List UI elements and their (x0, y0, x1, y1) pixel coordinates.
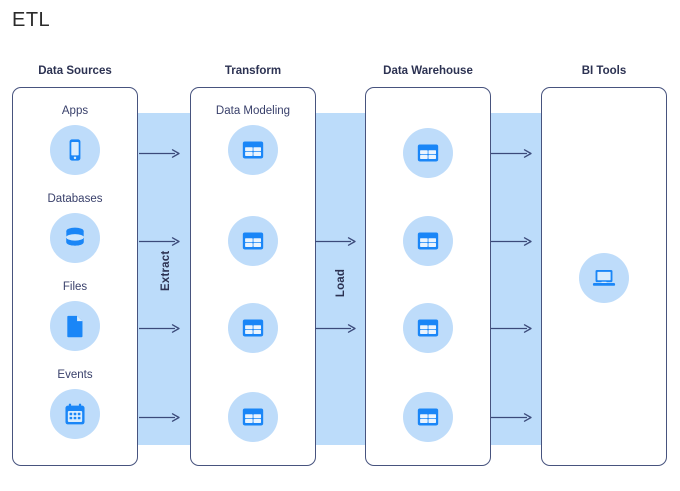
table-grid-icon (228, 392, 278, 442)
node-bi-laptop[interactable] (544, 253, 664, 303)
column-title-data-sources: Data Sources (38, 65, 112, 77)
node-databases[interactable]: Databases (15, 191, 135, 263)
node-transform-2[interactable] (193, 216, 313, 266)
page-title: ETL (12, 9, 51, 31)
node-apps[interactable]: Apps (15, 103, 135, 175)
table-grid-icon (403, 128, 453, 178)
arrow-deliver-1 (491, 148, 533, 159)
flow-band-deliver (489, 113, 543, 445)
node-label-databases: Databases (47, 193, 103, 205)
node-transform-3[interactable] (193, 303, 313, 353)
node-data-modeling[interactable]: Data Modeling (193, 103, 313, 175)
band-label-load: Load (335, 268, 347, 298)
node-files[interactable]: Files (15, 279, 135, 351)
arrow-extract-2 (139, 236, 181, 247)
node-warehouse-2[interactable] (368, 216, 488, 266)
mobile-phone-icon (50, 125, 100, 175)
table-grid-icon (228, 216, 278, 266)
flow-band-extract (138, 113, 192, 445)
node-transform-4[interactable] (193, 392, 313, 442)
node-label-files: Files (62, 281, 88, 293)
node-label-data-modeling: Data Modeling (215, 105, 291, 117)
table-grid-icon (403, 216, 453, 266)
arrow-load-1 (315, 236, 357, 247)
table-grid-icon (403, 303, 453, 353)
arrow-extract-1 (139, 148, 181, 159)
arrow-load-2 (315, 323, 357, 334)
arrow-extract-3 (139, 323, 181, 334)
table-grid-icon (228, 303, 278, 353)
arrow-deliver-3 (491, 323, 533, 334)
node-warehouse-4[interactable] (368, 392, 488, 442)
table-grid-icon (228, 125, 278, 175)
node-warehouse-3[interactable] (368, 303, 488, 353)
file-document-icon (50, 301, 100, 351)
flow-band-load (313, 113, 367, 445)
column-title-transform: Transform (224, 65, 282, 77)
node-warehouse-1[interactable] (368, 128, 488, 178)
laptop-icon (579, 253, 629, 303)
band-label-extract: Extract (160, 250, 172, 291)
arrow-extract-4 (139, 412, 181, 423)
column-title-bi-tools: BI Tools (581, 65, 627, 77)
arrow-deliver-2 (491, 236, 533, 247)
node-events[interactable]: Events (15, 367, 135, 439)
node-label-events: Events (57, 369, 93, 381)
table-grid-icon (403, 392, 453, 442)
calendar-icon (50, 389, 100, 439)
node-label-apps: Apps (61, 105, 89, 117)
database-icon (50, 213, 100, 263)
arrow-deliver-4 (491, 412, 533, 423)
column-title-data-warehouse: Data Warehouse (383, 65, 473, 77)
